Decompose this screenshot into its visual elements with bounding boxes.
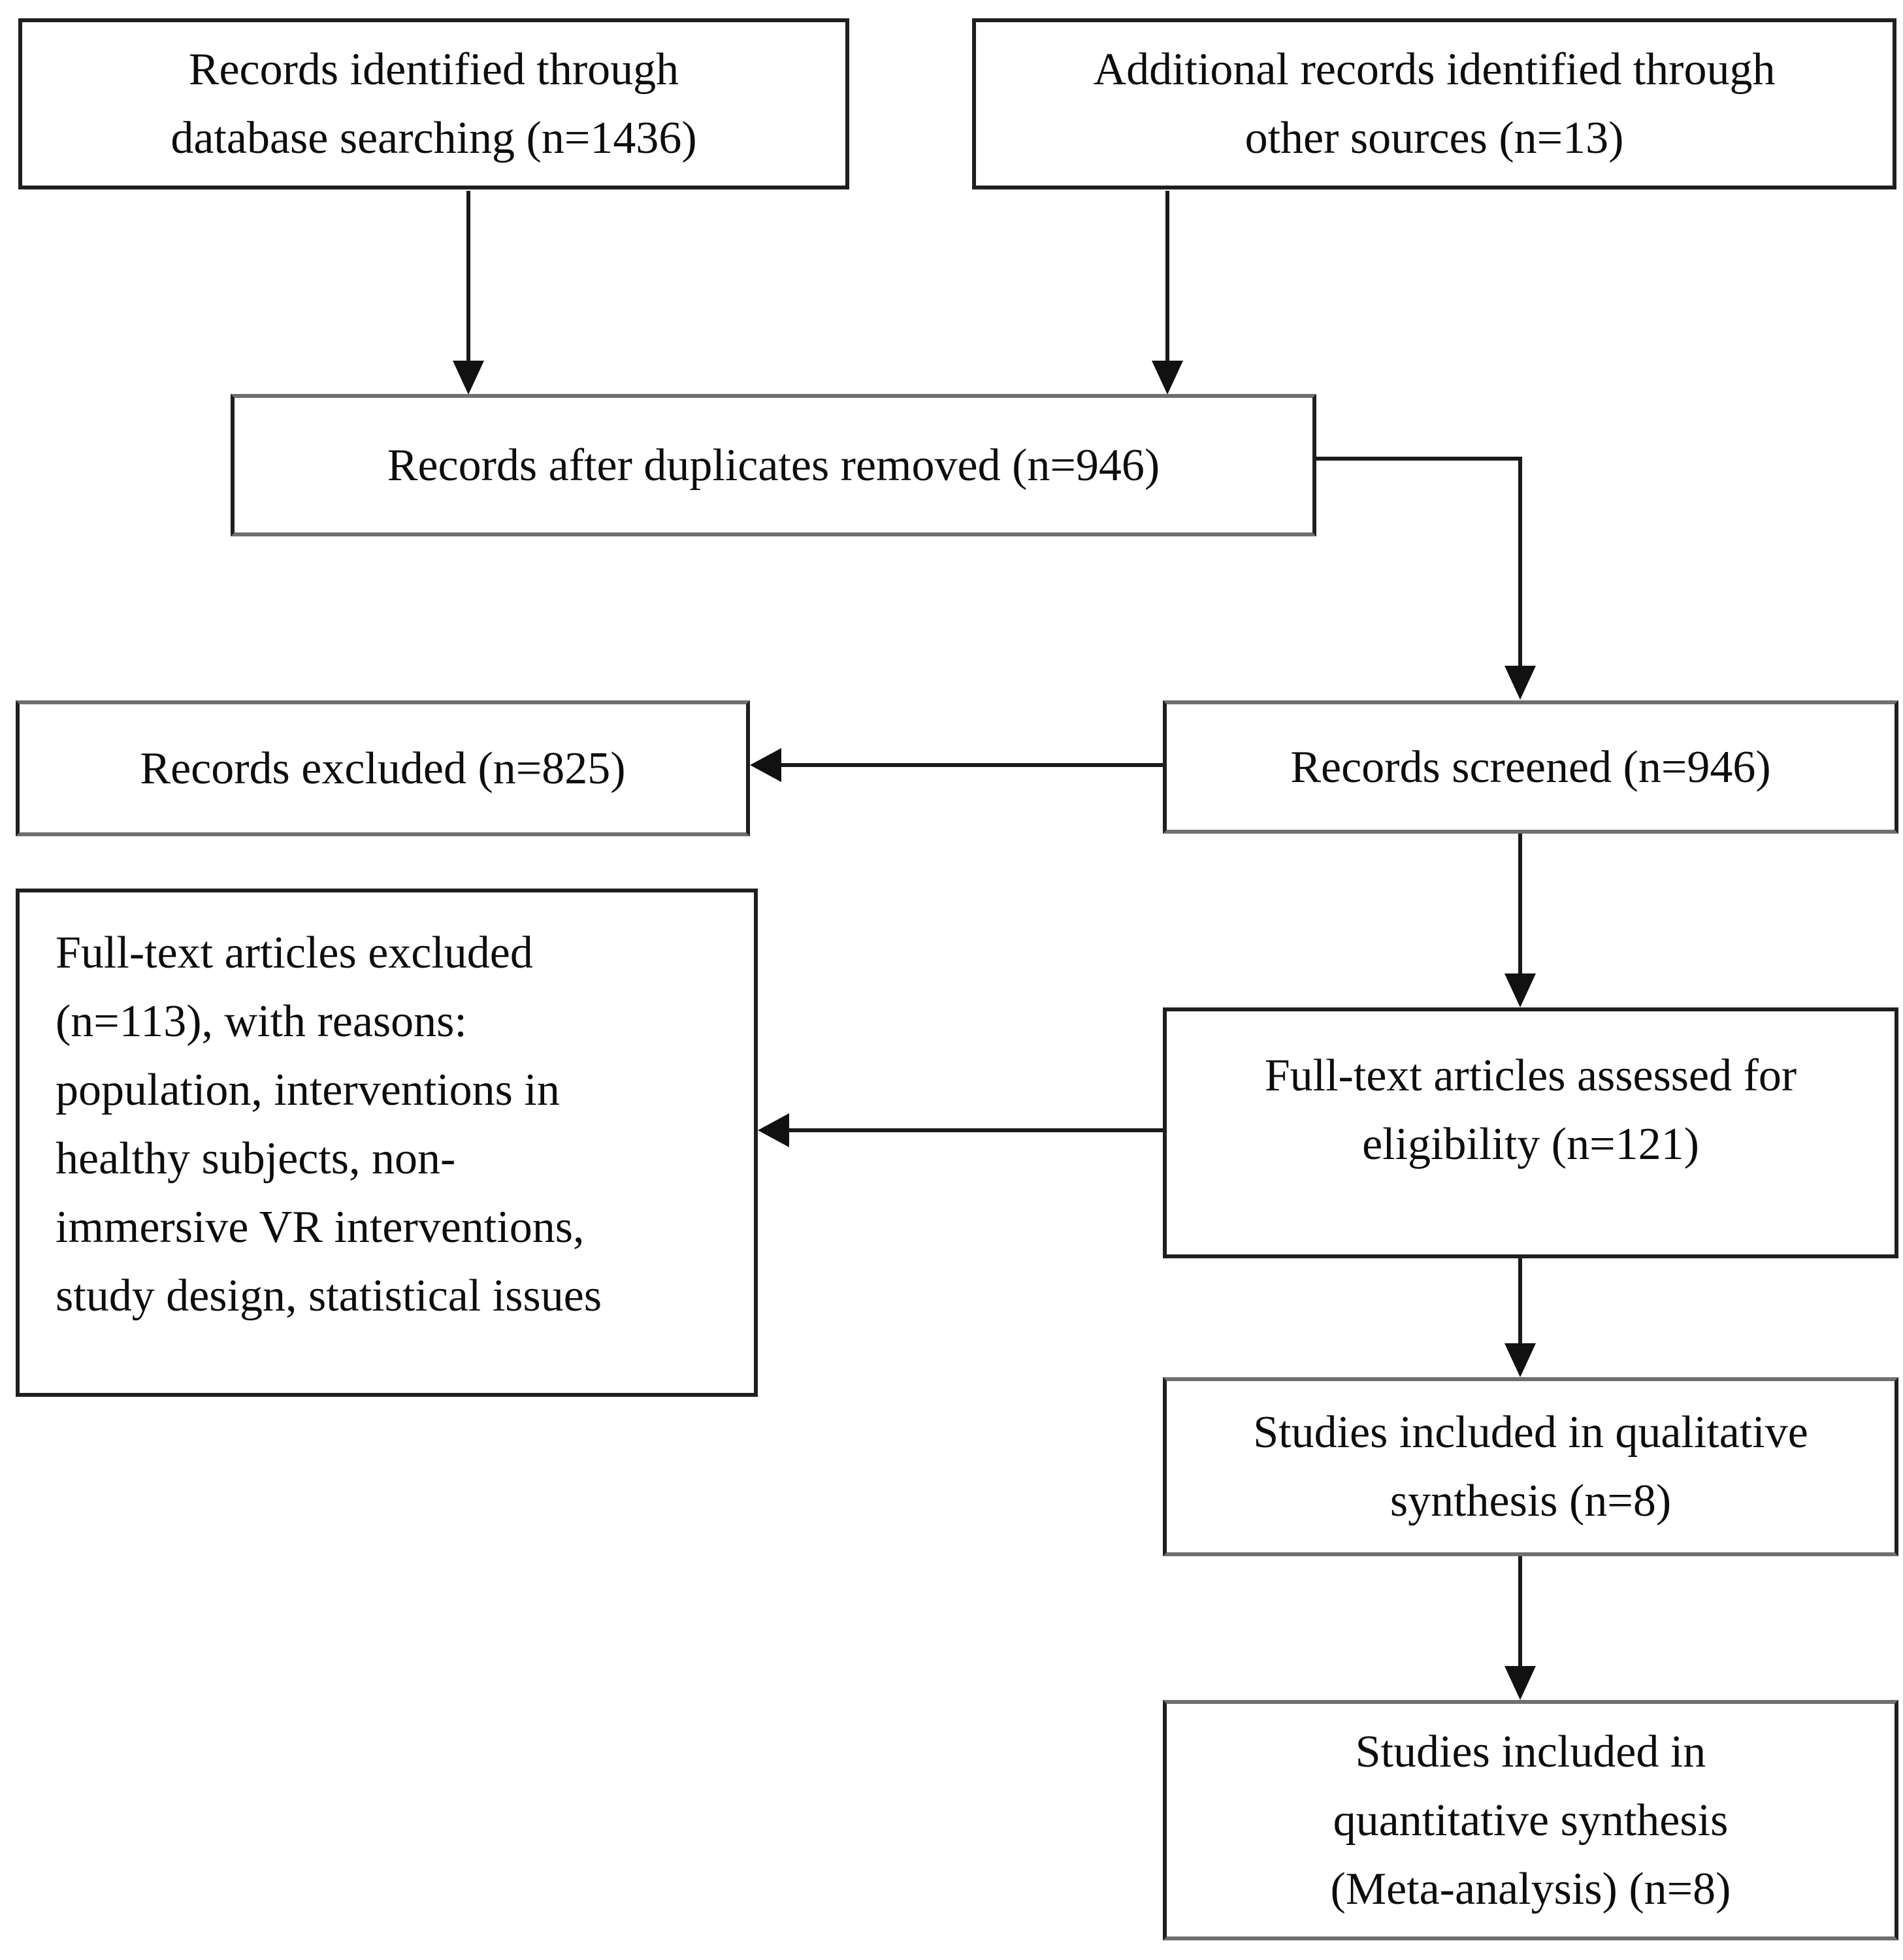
arrow-screened-to-excluded-line <box>780 763 1163 767</box>
box-qualitative-synthesis: Studies included in qualitative synthesi… <box>1163 1377 1898 1556</box>
arrow-qualitative-to-quantitative-line <box>1518 1556 1522 1667</box>
connector-duplicates-to-screened-vline <box>1518 457 1522 668</box>
arrow-screened-to-assessed-line <box>1518 834 1522 975</box>
connector-duplicates-to-screened-hline <box>1314 457 1522 461</box>
arrow-assessed-to-fulltext-excluded-line <box>788 1128 1163 1132</box>
box-duplicates-removed: Records after duplicates removed (n=946) <box>231 394 1316 536</box>
arrow-assessed-to-qualitative-head <box>1505 1343 1536 1377</box>
arrow-additional-to-duplicates-line <box>1165 191 1169 363</box>
box-additional-records: Additional records identified through ot… <box>972 18 1896 189</box>
box-fulltext-excluded: Full-text articles excluded (n=113), wit… <box>16 889 758 1397</box>
arrow-qualitative-to-quantitative-head <box>1505 1666 1536 1700</box>
arrow-additional-to-duplicates-head <box>1152 361 1183 395</box>
box-records-excluded: Records excluded (n=825) <box>16 700 750 836</box>
arrow-assessed-to-qualitative-line <box>1518 1258 1522 1345</box>
box-fulltext-assessed: Full-text articles assessed for eligibil… <box>1163 1007 1898 1258</box>
arrow-screened-to-assessed-head <box>1505 973 1536 1007</box>
box-records-identified: Records identified through database sear… <box>18 18 849 189</box>
box-quantitative-synthesis: Studies included in quantitative synthes… <box>1163 1700 1898 1940</box>
arrow-identified-to-duplicates-head <box>453 361 484 395</box>
connector-duplicates-to-screened-head <box>1505 666 1536 700</box>
arrow-identified-to-duplicates-line <box>466 191 470 363</box>
arrow-assessed-to-fulltext-excluded-head <box>758 1113 789 1147</box>
arrow-screened-to-excluded-head <box>750 748 781 782</box>
box-records-screened: Records screened (n=946) <box>1163 700 1898 834</box>
